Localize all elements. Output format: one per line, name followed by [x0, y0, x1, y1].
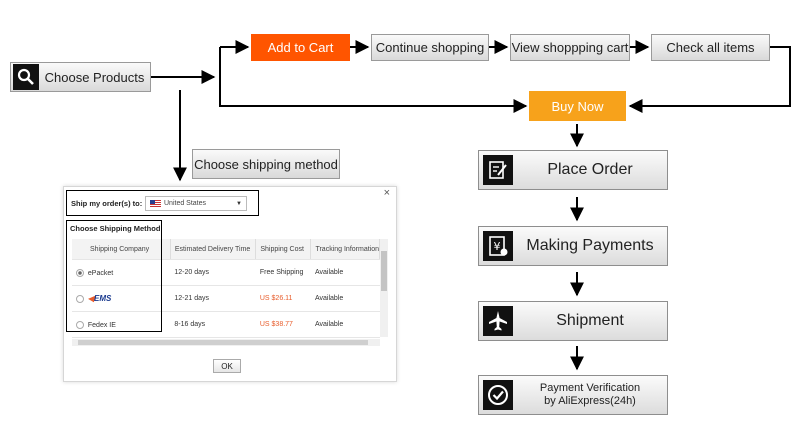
- tracking-info: Available: [310, 285, 380, 312]
- airplane-icon: [483, 306, 513, 336]
- table-row[interactable]: Fedex IE 8-16 days US $38.77 Available: [72, 311, 380, 338]
- chevron-down-icon: ▼: [236, 200, 242, 207]
- checkmark-circle-icon: [483, 380, 513, 410]
- ship-to-label: Ship my order(s) to:: [71, 199, 143, 208]
- scrollbar-thumb[interactable]: [381, 251, 387, 291]
- buy-now-button[interactable]: Buy Now: [529, 91, 626, 121]
- delivery-time: 12-20 days: [170, 259, 256, 286]
- delivery-time: 8-16 days: [170, 311, 256, 338]
- radio-button[interactable]: [76, 295, 84, 304]
- shipping-cost: US $26.11: [255, 285, 311, 312]
- shipping-table-wrap: Shipping Company Estimated Delivery Time…: [72, 239, 388, 343]
- step-label: Payment Verification by AliExpress(24h): [539, 382, 641, 407]
- step-label: Shipment: [556, 312, 624, 329]
- choose-shipping-method-button[interactable]: Choose shipping method: [192, 149, 340, 179]
- check-all-items-button[interactable]: Check all items: [651, 34, 770, 61]
- country-select[interactable]: United States ▼: [145, 196, 247, 211]
- delivery-time: 12-21 days: [170, 285, 256, 312]
- add-to-cart-button[interactable]: Add to Cart: [251, 34, 350, 61]
- method-title: Choose Shipping Method: [70, 224, 161, 233]
- arrow-to-buy-now: [219, 47, 528, 113]
- step-making-payments: ¥ Making Payments: [478, 226, 668, 266]
- company-name: Fedex IE: [87, 321, 116, 329]
- us-flag-icon: [150, 200, 161, 207]
- radio-button[interactable]: [76, 320, 84, 329]
- table-header: Shipping Company Estimated Delivery Time…: [72, 239, 380, 260]
- close-icon[interactable]: ×: [383, 187, 390, 199]
- tracking-info: Available: [310, 259, 380, 286]
- svg-text:¥: ¥: [494, 240, 501, 253]
- shipping-cost: Free Shipping: [255, 259, 311, 286]
- shipping-dialog: × Ship my order(s) to: United States ▼ C…: [63, 186, 397, 382]
- step-place-order: Place Order: [478, 150, 668, 190]
- vertical-scrollbar[interactable]: [380, 239, 388, 337]
- yuan-payment-icon: ¥: [483, 231, 513, 261]
- scrollbar-thumb[interactable]: [78, 340, 368, 345]
- search-icon: [13, 64, 39, 90]
- shipping-cost: US $38.77: [255, 311, 311, 338]
- horizontal-scrollbar[interactable]: [72, 339, 380, 346]
- tracking-info: Available: [310, 311, 380, 338]
- edit-icon: [483, 155, 513, 185]
- shipping-table: Shipping Company Estimated Delivery Time…: [72, 239, 380, 343]
- table-row[interactable]: ◀EMS 12-21 days US $26.11 Available: [72, 285, 380, 312]
- step-label: Making Payments: [526, 237, 654, 254]
- radio-button[interactable]: [76, 268, 84, 277]
- ok-button[interactable]: OK: [213, 359, 241, 373]
- column-header: Estimated Delivery Time: [170, 239, 257, 260]
- table-row[interactable]: ePacket 12-20 days Free Shipping Availab…: [72, 259, 380, 286]
- step-payment-verification: Payment Verification by AliExpress(24h): [478, 375, 668, 415]
- step-shipment: Shipment: [478, 301, 668, 341]
- column-header: Tracking Information: [310, 239, 380, 260]
- column-header: Shipping Cost: [255, 239, 312, 260]
- choose-products-button[interactable]: Choose Products: [10, 62, 151, 92]
- column-header: Shipping Company: [72, 239, 171, 260]
- step-label: Place Order: [547, 161, 633, 178]
- company-name: ePacket: [87, 269, 114, 277]
- view-cart-button[interactable]: View shoppping cart: [510, 34, 630, 61]
- ship-to-box: Ship my order(s) to: United States ▼: [66, 190, 259, 216]
- country-value: United States: [164, 200, 207, 207]
- arrow-check-to-buy-now: [628, 46, 791, 113]
- continue-shopping-button[interactable]: Continue shopping: [371, 34, 489, 61]
- ems-logo: ◀EMS: [87, 293, 112, 303]
- choose-products-label: Choose Products: [44, 69, 145, 85]
